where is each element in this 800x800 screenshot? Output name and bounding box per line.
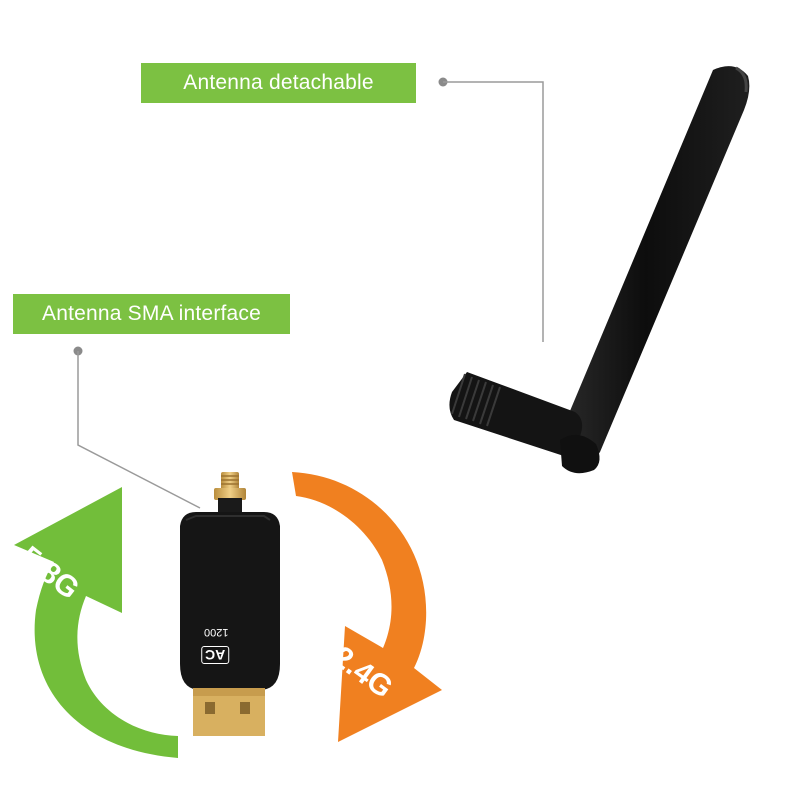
device-ac-badge: AC bbox=[201, 646, 230, 664]
usb-adapter bbox=[180, 472, 280, 736]
detached-antenna bbox=[449, 66, 750, 474]
antenna-sma-ridges bbox=[451, 373, 501, 427]
orange-band-arrow bbox=[292, 472, 442, 742]
antenna-sma-interface-callout: Antenna SMA interface bbox=[13, 294, 290, 334]
device-model-text: 1200 bbox=[204, 626, 229, 638]
green-band-arrow bbox=[14, 487, 178, 758]
leader-line-detachable bbox=[438, 77, 544, 342]
antenna-detachable-callout: Antenna detachable bbox=[141, 63, 416, 103]
leader-line-sma bbox=[73, 346, 201, 509]
